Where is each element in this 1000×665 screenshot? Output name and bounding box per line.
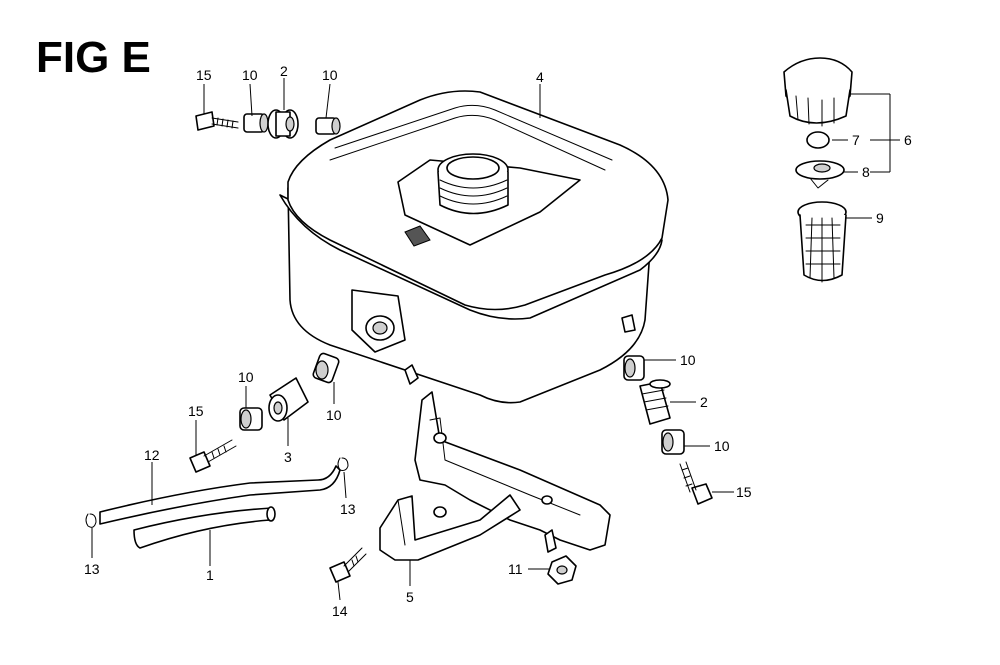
callout-9: 9 — [876, 210, 884, 226]
bolt-left — [189, 439, 237, 473]
bolt-bottom — [329, 547, 367, 583]
callout-2-top-left: 2 — [280, 63, 288, 79]
callout-labels: 15 10 2 10 4 7 6 8 9 10 2 10 15 10 15 3 … — [84, 63, 912, 619]
grommet-top-left — [267, 109, 299, 139]
callout-6: 6 — [904, 132, 912, 148]
callout-13-right: 13 — [340, 501, 356, 517]
nut-bottom — [547, 555, 577, 585]
collar-top-left-a — [243, 113, 269, 133]
callout-11: 11 — [508, 561, 523, 577]
leader-lines — [91, 78, 900, 601]
figure-title: FIG E — [36, 33, 151, 82]
collar-top-left-b — [315, 117, 341, 135]
callout-8: 8 — [862, 164, 870, 180]
callout-13-left: 13 — [84, 561, 100, 577]
callout-5: 5 — [406, 589, 414, 605]
callout-10-top-left-b: 10 — [322, 67, 338, 83]
callout-14: 14 — [332, 603, 348, 619]
tank-bracket — [379, 391, 611, 561]
cap-seal — [806, 131, 830, 149]
callout-10-top-left-a: 10 — [242, 67, 258, 83]
cap-gasket — [795, 160, 845, 189]
collar-center — [312, 352, 340, 384]
collar-left — [239, 407, 263, 431]
fuel-tube-lower — [133, 506, 276, 549]
fuel-strainer — [797, 201, 847, 283]
collar-right-bottom — [661, 429, 685, 455]
callout-10-right-bot: 10 — [714, 438, 730, 454]
callout-1: 1 — [206, 567, 214, 583]
fuel-cap — [783, 57, 853, 127]
callout-10-right-top: 10 — [680, 352, 696, 368]
callout-10-center: 10 — [326, 407, 342, 423]
callout-4: 4 — [536, 69, 544, 85]
callout-10-left: 10 — [238, 369, 254, 385]
collar-right-top — [623, 355, 645, 381]
callout-15-left: 15 — [188, 403, 204, 419]
callout-3: 3 — [284, 449, 292, 465]
callout-15-top-left: 15 — [196, 67, 212, 83]
callout-12: 12 — [144, 447, 160, 463]
tube-clip-right — [337, 457, 349, 471]
bolt-right — [679, 461, 713, 505]
grommet-center — [268, 377, 309, 422]
callout-15-right: 15 — [736, 484, 752, 500]
fuel-tank — [279, 90, 669, 404]
callout-7: 7 — [852, 132, 860, 148]
tube-clip-left — [85, 513, 97, 528]
bolt-top-left — [195, 111, 239, 131]
grommet-right — [639, 379, 671, 425]
callout-2-right: 2 — [700, 394, 708, 410]
